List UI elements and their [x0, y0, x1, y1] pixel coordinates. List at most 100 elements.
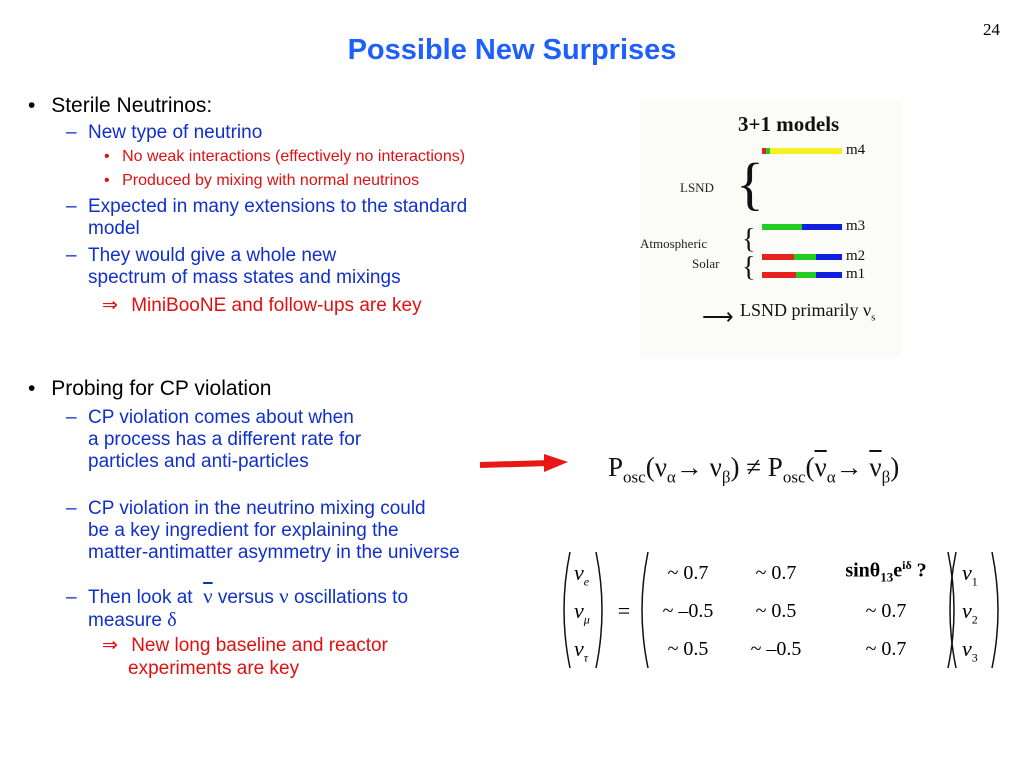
matrix-cell-1-1: ~ 0.7	[667, 562, 709, 584]
cp-heading: Probing for CP violation	[51, 377, 272, 400]
m4-label: m4	[846, 142, 866, 158]
highlight-13: 13	[880, 569, 894, 585]
cp-sub2-line3: matter-antimatter asymmetry in the unive…	[88, 542, 460, 563]
m2-bar-blue	[816, 254, 842, 260]
dash-glyph: –	[66, 122, 77, 143]
sterile-subbullet-2: • Produced by mixing with normal neutrin…	[104, 172, 419, 190]
eq-nubar-b: ν	[869, 452, 882, 482]
cp-implication: ⇒ New long baseline and reactor experime…	[102, 634, 388, 680]
eq-lparen1: (	[645, 452, 655, 482]
eq-nu-b: ν	[709, 452, 722, 482]
eq-nubar-a: ν	[814, 452, 827, 482]
matrix-cell-3-2: ~ –0.5	[750, 638, 802, 660]
mixing-matrix-equation: νe νμ ντ = ~ 0.7 ~ 0.7 sinθ13eiδ ? ~ –0.…	[556, 548, 1000, 672]
m2-bar-red	[762, 254, 794, 260]
dash-glyph: –	[66, 407, 77, 428]
sterile-sub3-line2: spectrum of mass states and mixings	[88, 267, 401, 288]
eq-lparen2: (	[805, 452, 815, 482]
sterile-sub3: –They would give a whole new spectrum of…	[66, 245, 401, 289]
lsnd-label: LSND	[680, 180, 714, 195]
cp-equation: Posc(να→ νβ) ≠ Posc(να→ νβ)	[608, 452, 899, 487]
eq-beta1: β	[721, 467, 731, 487]
sterile-sub1-text: New type of neutrino	[88, 122, 263, 143]
cp-sub3-post: oscillations to	[293, 587, 409, 608]
matrix-cell-3-3: ~ 0.7	[865, 638, 907, 660]
models-footer-sub: s	[871, 311, 876, 324]
nubar-glyph: ν	[203, 584, 213, 608]
m1-bar-blue	[816, 272, 842, 278]
sterile-sub2-line2: model	[88, 218, 140, 239]
dash-glyph: –	[66, 587, 77, 608]
cp-sub1-line3: particles and anti-particles	[88, 451, 309, 472]
rhs-nu-2: ν2	[962, 598, 978, 627]
cp-sub1-line1: CP violation comes about when	[88, 407, 354, 428]
sterile-heading: Sterile Neutrinos:	[51, 94, 213, 117]
dash-glyph: –	[66, 196, 77, 217]
matrix-cell-2-1: ~ –0.5	[662, 600, 714, 622]
implies-glyph: ⇒	[102, 635, 118, 656]
eq-neq: ≠	[746, 452, 762, 482]
solar-label: Solar	[692, 256, 720, 271]
eq-osc2: osc	[782, 467, 806, 487]
eq-alpha2: α	[826, 467, 836, 487]
matrix-cell-1-2: ~ 0.7	[755, 562, 797, 584]
highlight-question: ?	[916, 559, 927, 582]
delta-glyph: δ	[167, 609, 177, 631]
small-bullet-glyph: •	[104, 172, 110, 189]
bullet-sterile: • Sterile Neutrinos:	[28, 94, 212, 118]
highlight-e: e	[893, 559, 903, 582]
m2-bar-green	[794, 254, 816, 260]
models-figure: 3+1 models LSND Atmospheric Solar { { { …	[640, 100, 902, 358]
highlight-sin: sinθ	[845, 559, 881, 582]
lhs-nu-tau: ντ	[574, 636, 589, 665]
m4-bar-green	[766, 148, 770, 154]
page-number: 24	[983, 20, 1000, 39]
m1-bar-red	[762, 272, 796, 278]
m3-bar-blue	[802, 224, 842, 230]
lsnd-brace: {	[736, 151, 764, 216]
eq-rparen2: )	[890, 452, 900, 482]
nu-glyph: ν	[279, 584, 289, 608]
m2-label: m2	[846, 248, 866, 264]
matrix-cell-2-2: ~ 0.5	[755, 600, 797, 622]
sterile-subbullet-2-text: Produced by mixing with normal neutrinos	[122, 172, 420, 189]
cp-implication-line2: experiments are key	[128, 658, 300, 679]
cp-sub2-line1: CP violation in the neutrino mixing coul…	[88, 498, 426, 519]
highlight-idelta: iδ	[902, 558, 912, 572]
cp-sub3-mid: versus	[217, 587, 274, 608]
sterile-implication: ⇒ MiniBooNE and follow-ups are key	[102, 294, 422, 317]
bullet-glyph: •	[28, 94, 36, 117]
m3-bar-green	[762, 224, 802, 230]
right-arrow-icon: ⟶	[702, 304, 734, 329]
matrix-brackets	[563, 551, 999, 669]
sterile-subbullet-1-text: No weak interactions (effectively no int…	[122, 148, 466, 165]
m1-bar-green	[796, 272, 816, 278]
sterile-implication-text: MiniBooNE and follow-ups are key	[131, 295, 422, 316]
matrix-cell-3-1: ~ 0.5	[667, 638, 709, 660]
cp-sub3: –Then look at ν versus ν oscillations to…	[66, 585, 408, 632]
models-footer: LSND primarily νs	[740, 300, 875, 324]
atmospheric-label: Atmospheric	[640, 236, 708, 251]
eq-arrow1: →	[675, 452, 703, 482]
sterile-sub2-line1: Expected in many extensions to the stand…	[88, 196, 468, 217]
red-arrow-icon	[479, 454, 568, 472]
dash-glyph: –	[66, 498, 77, 519]
cp-sub3-line2: measure	[88, 610, 162, 631]
models-title: 3+1 models	[738, 112, 840, 136]
m4-bar-yellow	[770, 148, 842, 154]
cp-sub1: –CP violation comes about when a process…	[66, 407, 361, 473]
models-footer-text: LSND primarily ν	[740, 300, 872, 320]
cp-sub1-line2: a process has a different rate for	[88, 429, 362, 450]
cp-sub2: –CP violation in the neutrino mixing cou…	[66, 498, 460, 564]
matrix-cell-2-3: ~ 0.7	[865, 600, 907, 622]
lhs-nu-mu: νμ	[574, 598, 590, 627]
eq-alpha1: α	[666, 467, 676, 487]
eq-arrow2: →	[835, 452, 863, 482]
dash-glyph: –	[66, 245, 77, 266]
implies-glyph: ⇒	[102, 295, 118, 316]
eq-beta2: β	[881, 467, 891, 487]
sterile-sub3-line1: They would give a whole new	[88, 245, 337, 266]
cp-sub2-line2: be a key ingredient for explaining the	[88, 520, 399, 541]
sterile-sub2: –Expected in many extensions to the stan…	[66, 196, 467, 240]
rhs-nu-3: ν3	[962, 636, 978, 665]
